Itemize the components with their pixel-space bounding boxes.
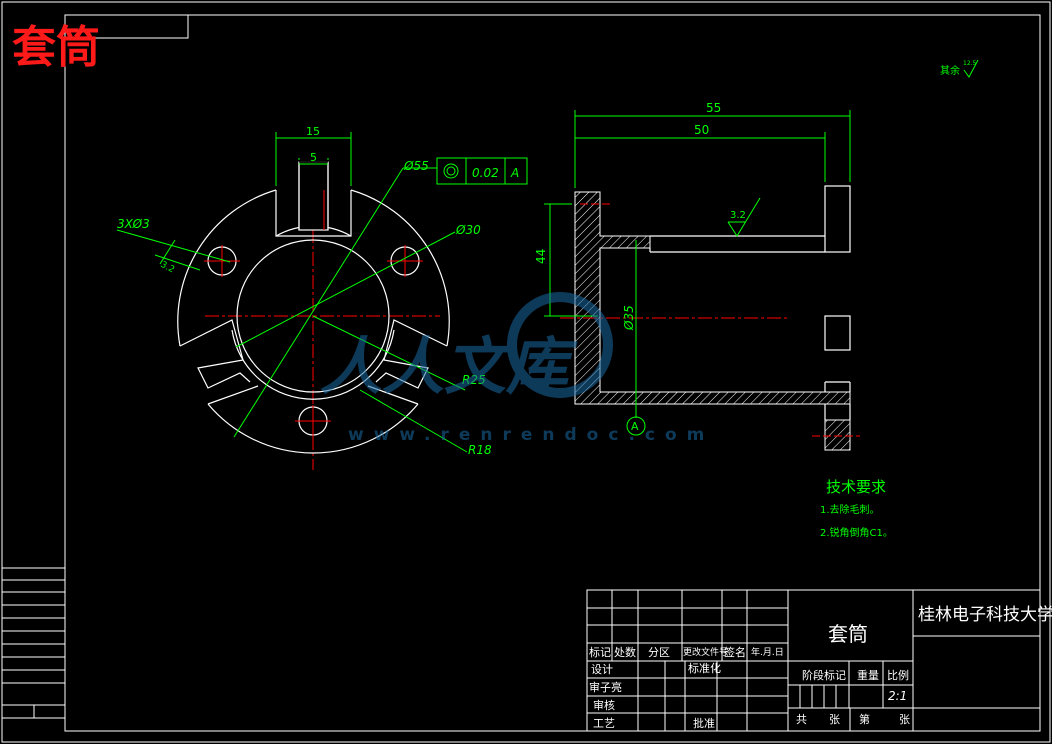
tolerance-value: 0.02 [472, 166, 499, 180]
tb-jieduan: 阶段标记 [802, 668, 846, 682]
front-view: 15 5 3XØ3 3.2 Ø55 0.02 A Ø30 R25 R18 [116, 125, 528, 470]
dim-phi30: Ø30 [455, 223, 481, 237]
datum-a-label: A [631, 420, 639, 433]
tb-bili: 比例 [887, 668, 909, 682]
side-section-view: 55 50 44 Ø35 3.2 A [534, 101, 860, 451]
roughness-other-note: 其余 12.5 [940, 59, 979, 78]
watermark-brand: 人人文库 [320, 330, 578, 403]
tb-shenhe-jiaodui: 审子亮 [589, 680, 622, 694]
dim-length-55: 55 [706, 101, 721, 115]
tb-fenqu: 分区 [648, 646, 670, 659]
tb-gongyi: 工艺 [593, 717, 615, 730]
tb-pizhun: 批准 [693, 716, 715, 730]
dim-holes-3x-phi3: 3XØ3 [117, 217, 150, 231]
tech-requirement-1: 1.去除毛刺。 [820, 503, 880, 516]
dim-height-44: 44 [534, 249, 548, 264]
part-name: 套筒 [828, 622, 868, 646]
dim-slot-width-15: 15 [306, 125, 320, 138]
tb-nianyueri: 年.月.日 [751, 646, 784, 658]
roughness-other-label: 其余 [940, 64, 960, 77]
dim-r25: R25 [462, 373, 486, 387]
dim-slot-width-5: 5 [310, 151, 317, 164]
tb-shenhe: 审核 [593, 698, 615, 712]
tb-scale-value: 2:1 [888, 689, 907, 703]
roughness-symbol-icon [963, 59, 979, 78]
tech-requirement-2: 2.锐角倒角C1。 [820, 526, 893, 539]
tb-gong: 共 [796, 713, 807, 726]
tb-chushu: 处数 [614, 646, 636, 659]
dim-phi35: Ø35 [622, 305, 636, 331]
tolerance-datum: A [510, 166, 519, 180]
dim-holes-roughness: 3.2 [159, 260, 176, 276]
tb-di: 第 [859, 712, 870, 726]
watermark: 人人文库 www.renrendoc.com [320, 292, 714, 445]
tb-zhongliang: 重量 [857, 668, 879, 682]
tech-requirements-heading: 技术要求 [826, 478, 886, 496]
tb-zhang1: 张 [829, 713, 840, 726]
roughness-other-value: 12.5 [963, 60, 977, 67]
tb-qianming: 签名 [724, 645, 746, 659]
watermark-url: www.renrendoc.com [348, 425, 714, 445]
tb-biaoji: 标记 [589, 645, 611, 659]
side-roughness-value: 3.2 [730, 210, 746, 221]
dim-r18: R18 [468, 443, 492, 457]
technical-requirements: 技术要求 1.去除毛刺。 2.锐角倒角C1。 [820, 478, 893, 539]
dim-phi55: Ø55 [403, 159, 429, 173]
drawing-title-overlay: 套筒 [12, 22, 100, 73]
school-name: 桂林电子科技大学 [918, 605, 1052, 625]
tb-biaozhunhua: 标准化 [688, 661, 721, 675]
watermark-logo-icon [507, 292, 613, 398]
tb-zhang2: 张 [899, 713, 910, 726]
title-block: 套筒 桂林电子科技大学 标记 处数 分区 更改文件号 签名 年.月.日 设计 标… [586, 589, 1052, 732]
tb-sheji: 设计 [591, 663, 613, 676]
tb-gengai: 更改文件号 [683, 646, 728, 658]
dim-length-50: 50 [694, 123, 709, 137]
